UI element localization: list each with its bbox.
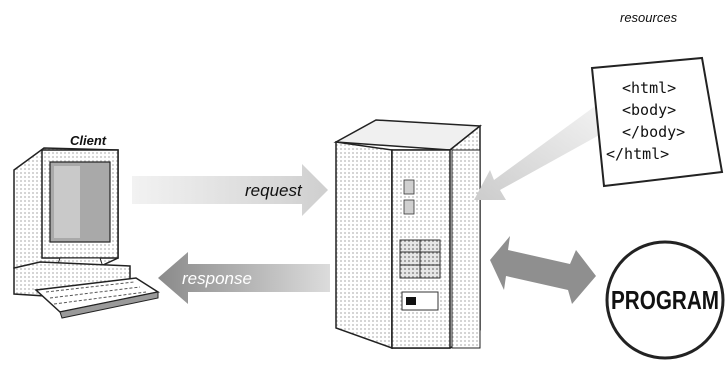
client-label: Client xyxy=(70,133,107,148)
resource-code-line-4: </html> xyxy=(606,145,669,163)
resource-code-line-1: <html> xyxy=(622,79,676,97)
request-label: request xyxy=(245,181,303,200)
program-double-arrow xyxy=(490,236,596,304)
resource-code-line-3: </body> xyxy=(622,123,685,141)
resource-code-line-2: <body> xyxy=(622,101,676,119)
response-label: response xyxy=(182,269,252,288)
html-document-icon: <html> <body> </body> </html> xyxy=(592,58,722,186)
program-label: PROGRAM xyxy=(611,285,719,315)
client-computer-icon xyxy=(14,148,158,318)
resources-arrow xyxy=(474,104,612,200)
resources-label: resources xyxy=(620,10,678,25)
server-tower-icon xyxy=(336,120,480,348)
